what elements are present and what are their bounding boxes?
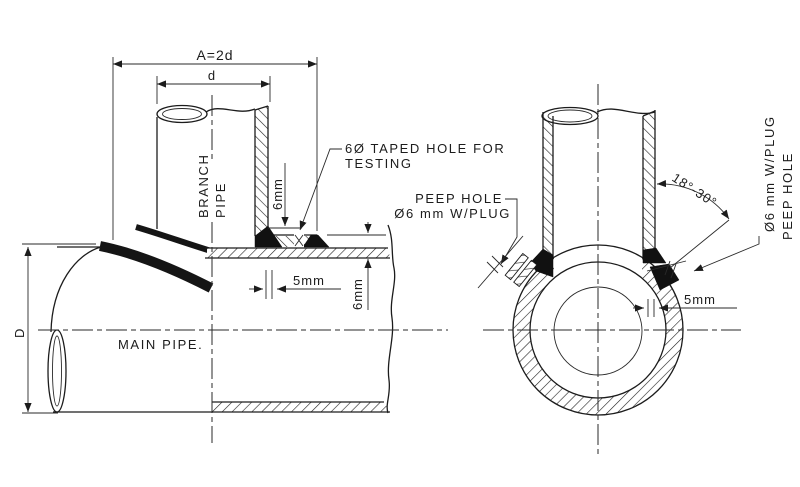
peep-hole-note-right-line1: PEEP HOLE xyxy=(780,152,795,240)
weld-right-view xyxy=(529,247,687,291)
dimension-6mm-weld: 6mm xyxy=(268,163,302,229)
tapped-hole-note-line1: 6Ø TAPED HOLE FOR xyxy=(345,141,505,156)
branch-pipe-outline xyxy=(156,104,269,236)
dim-5mm-left-label: 5mm xyxy=(293,273,325,288)
dim-6mm-wall-label: 6mm xyxy=(350,278,365,310)
dimension-5mm-right: 5mm xyxy=(633,292,737,317)
dimension-angle: 18°-30° xyxy=(656,170,730,269)
peep-hole-note-left-line2: Ø6 mm W/PLUG xyxy=(394,206,511,221)
peep-hole-note-right-line2: Ø6 mm W/PLUG xyxy=(762,115,777,232)
dimension-6mm-wall: 6mm xyxy=(350,222,372,310)
dimension-a: A=2d xyxy=(112,47,318,240)
left-view: A=2d d xyxy=(12,47,518,443)
root-gap-ticks xyxy=(664,260,677,279)
reinforcement-pad-section xyxy=(254,225,330,248)
peep-hole-note-left-line1: PEEP HOLE xyxy=(415,191,503,206)
peep-hole-note-left: PEEP HOLE Ø6 mm W/PLUG xyxy=(394,191,518,265)
branch-pipe-label-2: PIPE xyxy=(213,182,228,218)
tapped-hole-note-line2: TESTING xyxy=(345,156,413,171)
main-pipe-section xyxy=(205,224,396,414)
right-view: 18°-30° PEEP HOLE Ø6 mm W/PLUG 5mm xyxy=(477,84,795,457)
peep-hole-plug xyxy=(477,235,538,289)
dim-6mm-weld-label: 6mm xyxy=(270,178,285,210)
peep-hole-note-right: PEEP HOLE Ø6 mm W/PLUG xyxy=(693,115,795,272)
branch-pipe-section-right xyxy=(541,106,656,259)
dim-capital-d-label: D xyxy=(12,328,27,338)
branch-pipe-label-1: BRANCH xyxy=(196,154,211,219)
dimension-d: d xyxy=(156,68,271,104)
weld-fillet-pad-edge xyxy=(302,234,330,248)
dim-d-label: d xyxy=(208,68,216,83)
angle-label: 18°-30° xyxy=(669,170,720,210)
dimension-diameter: D xyxy=(12,243,96,414)
weld-saddle xyxy=(99,224,214,293)
tapped-hole-note: 6Ø TAPED HOLE FOR TESTING xyxy=(299,141,505,231)
branch-pipe-wall-section xyxy=(255,106,268,236)
dim-a-label: A=2d xyxy=(196,47,233,63)
break-line xyxy=(386,224,396,414)
main-pipe-outline xyxy=(47,246,390,413)
weld-fillet-branch xyxy=(254,225,283,248)
main-pipe-label: MAIN PIPE. xyxy=(118,337,203,352)
dimension-5mm-left: 5mm xyxy=(249,270,341,299)
dim-5mm-right-label: 5mm xyxy=(684,292,716,307)
